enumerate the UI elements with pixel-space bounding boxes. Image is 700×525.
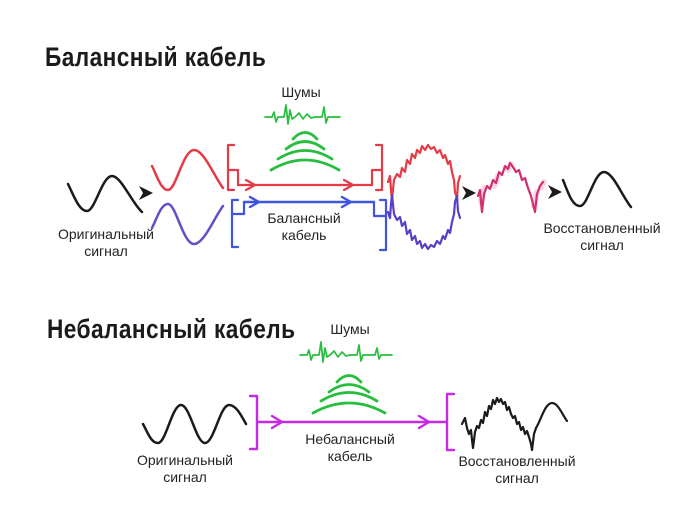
left-cold-connector-bracket xyxy=(230,198,240,249)
unbalanced-restored-wave xyxy=(460,396,569,452)
summed-clean-wave xyxy=(476,161,545,214)
cold-line-arrowheads xyxy=(248,195,353,209)
right-hot-connector-bracket xyxy=(374,143,384,192)
arrow-right-icon xyxy=(548,185,562,199)
unbalanced-interference-arcs-icon xyxy=(311,374,387,415)
hot-line-arrowheads xyxy=(244,178,355,192)
balanced-section-title: Балансный кабель xyxy=(45,42,267,72)
right-hot-connector-step xyxy=(370,168,384,187)
left-hot-connector-bracket xyxy=(226,143,236,192)
unbalanced-line-arrowheads xyxy=(270,414,431,430)
left-hot-connector-step xyxy=(226,168,240,187)
balanced-restored-wave xyxy=(561,170,633,209)
balanced-noise-label: Шумы xyxy=(281,84,321,100)
unbalanced-noise-waveform xyxy=(299,341,393,363)
arrow-right-icon xyxy=(139,186,153,200)
unbalanced-restored-signal-label: Восстановленный сигнал xyxy=(458,453,576,486)
unbalanced-right-bracket xyxy=(445,392,456,452)
right-cold-connector-bracket xyxy=(378,198,388,252)
balanced-hot-wave xyxy=(150,148,225,192)
balanced-interference-arcs-icon xyxy=(269,131,341,172)
right-cold-connector-step xyxy=(372,200,388,218)
balanced-restored-signal-label: Восстановленный сигнал xyxy=(543,220,661,253)
balanced-cable-label: Балансный кабель xyxy=(267,210,341,243)
unbalanced-original-wave xyxy=(141,403,248,445)
balanced-noise-waveform xyxy=(264,104,341,125)
noisy-cold-wave xyxy=(386,193,462,251)
unbalanced-original-signal-label: Оригинальный сигнал xyxy=(136,452,234,485)
left-cold-connector-step xyxy=(230,200,246,216)
arrow-right-icon xyxy=(462,186,476,200)
noisy-hot-wave xyxy=(386,143,462,201)
unbalanced-noise-label: Шумы xyxy=(330,321,370,337)
unbalanced-cable-label: Небалансный кабель xyxy=(305,431,395,464)
balanced-original-signal-label: Оригинальный сигнал xyxy=(57,226,155,259)
balanced-original-wave xyxy=(66,174,144,214)
unbalanced-section-title: Небалансный кабель xyxy=(47,314,296,344)
balanced-cold-wave xyxy=(150,202,225,246)
